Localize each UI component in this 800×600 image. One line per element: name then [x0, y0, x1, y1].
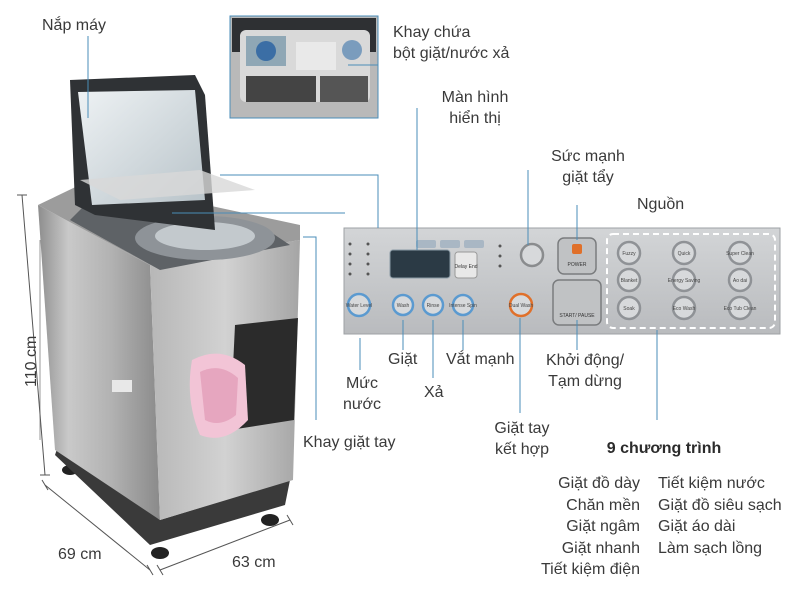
display-label: Màn hình hiển thị: [441, 89, 509, 127]
program-button-text: Blanket: [621, 278, 638, 284]
spin-label: Vắt mạnh: [446, 351, 515, 368]
program-button-text: Eco Wash: [673, 306, 696, 312]
program-button-text: Eco Tub Clean: [724, 306, 757, 312]
dual-wash-button-text: Dual Wash: [509, 303, 533, 309]
program-item: Làm sạch lồng: [658, 539, 763, 557]
delay-end-text: Delay End: [454, 264, 477, 270]
water-level-button-text: Water Level: [346, 303, 373, 309]
program-item: Giặt nhanh: [561, 539, 640, 557]
program-button-text: Quick: [678, 251, 691, 257]
program-button-text: Super Clean: [726, 251, 754, 257]
dimension-lines: [17, 194, 294, 576]
power-icon: [572, 244, 582, 254]
water-level-button[interactable]: Water Level: [346, 292, 373, 318]
lid-label: Nắp máy: [42, 17, 107, 34]
program-button[interactable]: Eco Wash: [671, 295, 697, 321]
detergent-tray-photo: [229, 15, 379, 119]
program-button[interactable]: Super Clean: [726, 240, 754, 266]
depth-dimension: 69 cm: [58, 546, 102, 563]
dual-wash-button[interactable]: Dual Wash: [508, 292, 533, 318]
program-button-text: Energy Saving: [668, 278, 701, 284]
program-button-text: Fuzzy: [622, 251, 636, 257]
power-button-text: POWER: [568, 262, 587, 268]
power-label: Nguồn: [637, 196, 685, 213]
wash-label: Giặt: [388, 351, 418, 368]
panel-buttons: Water Level Wash Rinse Intense Spin Dual Was…: [346, 237, 757, 326]
program-item: Giặt đồ siêu sạch: [658, 496, 782, 514]
spin-button-text: Intense Spin: [449, 303, 477, 309]
program-button[interactable]: Soak: [616, 295, 642, 321]
wash-strength-button[interactable]: [519, 242, 545, 268]
program-button[interactable]: Fuzzy: [616, 240, 642, 266]
wash-button-text: Wash: [397, 303, 410, 309]
program-item: Giặt ngâm: [566, 518, 640, 535]
rinse-button-text: Rinse: [427, 303, 440, 309]
program-button[interactable]: Eco Tub Clean: [724, 295, 757, 321]
program-button[interactable]: Quick: [671, 240, 697, 266]
program-button-text: Soak: [623, 306, 635, 312]
spin-button[interactable]: Intense Spin: [449, 293, 477, 317]
detergent-tray-label: Khay chứa bột giặt/nước xả: [393, 24, 510, 62]
programs-title: 9 chương trình: [606, 440, 722, 457]
start-pause-label: Khởi động/ Tạm dừng: [545, 352, 625, 390]
program-button[interactable]: Blanket: [616, 267, 642, 293]
hand-wash-tray-label: Khay giặt tay: [303, 434, 396, 451]
water-level-label: Mức nước: [342, 375, 382, 413]
wash-strength-label: Sức mạnh giặt tẩy: [551, 148, 625, 186]
leader-lines: [87, 36, 658, 420]
program-button[interactable]: Energy Saving: [668, 267, 701, 293]
start-pause-button[interactable]: START/ PAUSE: [552, 279, 602, 326]
wash-button[interactable]: Wash: [391, 293, 415, 317]
program-item: Tiết kiệm điện: [541, 561, 640, 578]
dual-wash-label: Giặt tay kết hợp: [494, 420, 550, 458]
power-button[interactable]: POWER: [557, 237, 597, 275]
start-pause-button-text: START/ PAUSE: [559, 313, 595, 319]
rinse-button[interactable]: Rinse: [421, 293, 445, 317]
washing-machine: [38, 75, 300, 559]
program-item: Tiết kiệm nước: [658, 475, 765, 492]
width-dimension: 63 cm: [232, 554, 276, 571]
height-dimension: 110 cm: [23, 335, 40, 387]
program-item: Giặt áo dài: [658, 518, 736, 535]
program-button[interactable]: Ao dai: [727, 267, 753, 293]
program-item: Chăn mền: [566, 496, 640, 514]
program-button-text: Ao dai: [733, 278, 747, 284]
rinse-label: Xả: [424, 384, 444, 401]
program-item: Giặt đồ dày: [558, 475, 640, 492]
